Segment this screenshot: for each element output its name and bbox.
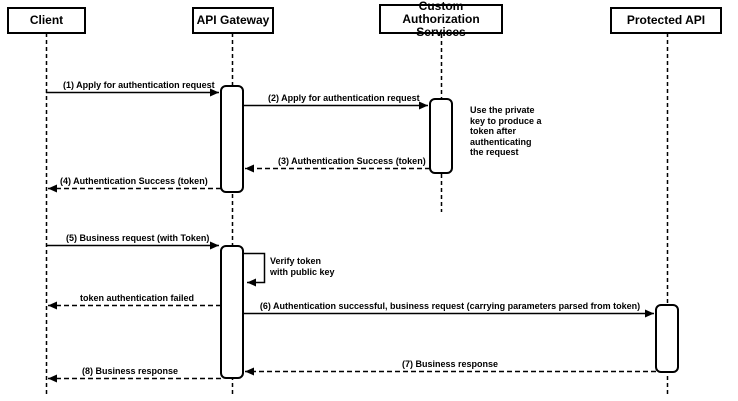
actor-api-gateway: API Gateway (192, 7, 274, 34)
actor-client: Client (7, 7, 86, 34)
activation-bar-gateway-auth (220, 85, 244, 193)
message-label-3: (3) Authentication Success (token) (278, 156, 426, 166)
message-label-4: (4) Authentication Success (token) (60, 176, 208, 186)
message-label-6: (6) Authentication successful, business … (259, 301, 641, 311)
message-label-2: (2) Apply for authentication request (268, 93, 420, 103)
message-label-5: (5) Business request (with Token) (66, 233, 210, 243)
arrow-self-verify-token (243, 252, 266, 287)
activation-bar-gateway-business (220, 245, 244, 379)
message-label-7: (7) Business response (401, 359, 499, 369)
actor-custom-authorization-services: Custom Authorization Services (379, 0, 503, 38)
message-label-token-failed: token authentication failed (80, 293, 195, 303)
activation-bar-protected-api (655, 304, 679, 373)
message-label-8: (8) Business response (82, 366, 179, 376)
message-label-1: (1) Apply for authentication request (63, 80, 215, 90)
activation-bar-custom-auth (429, 98, 453, 174)
message-label-verify-token: Verify token with public key (270, 256, 335, 277)
actor-protected-api: Protected API (610, 7, 722, 34)
note-private-key: Use the private key to produce a token a… (470, 105, 542, 157)
